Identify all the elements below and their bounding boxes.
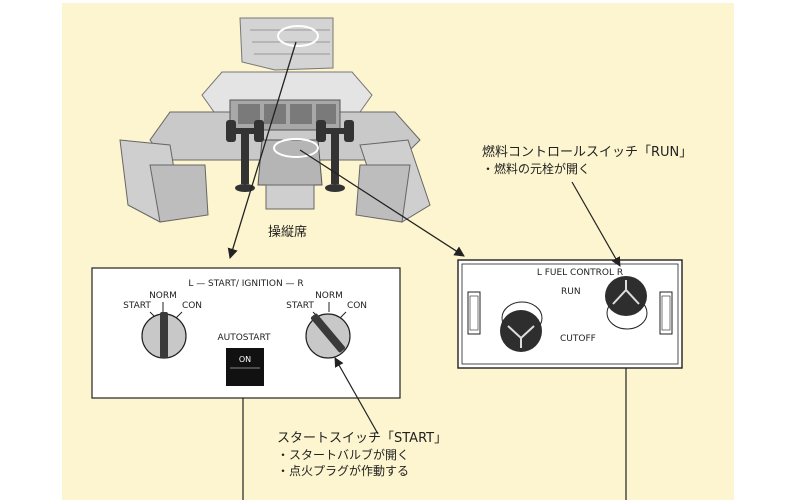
left-fuel-control-lever[interactable]: [500, 301, 543, 352]
ignition-panel: L — START/ IGNITION — R NORM START CON A…: [91, 267, 401, 399]
arrow-to-ignition-panel: [227, 41, 297, 259]
start-callout-title: スタートスイッチ「START」: [277, 431, 447, 446]
fuel-panel-title: L FUEL CONTROL R: [537, 268, 623, 278]
fuel-callout-title: 燃料コントロールスイッチ「RUN」: [482, 144, 692, 160]
start-callout-bullet-1: ・スタートバルブが開く: [277, 447, 409, 462]
left-knob-con: CON: [182, 301, 202, 311]
cockpit-caption: 操縦席: [268, 224, 307, 240]
fuel-callout: 燃料コントロールスイッチ「RUN」 ・燃料の元栓が開く: [482, 144, 692, 176]
left-knob-norm: NORM: [149, 291, 177, 301]
right-knob-norm: NORM: [315, 291, 343, 301]
cockpit-illustration: [119, 17, 431, 223]
fuel-control-panel: L FUEL CONTROL R RUN CUTOFF: [457, 259, 683, 369]
start-callout-bullet-2: ・点火プラグが作動する: [277, 463, 409, 478]
start-callout: スタートスイッチ「START」 ・スタートバルブが開く ・点火プラグが作動する: [277, 431, 447, 478]
fuel-run-label: RUN: [561, 287, 581, 297]
right-knob-start: START: [286, 301, 314, 311]
autostart-button[interactable]: ON: [226, 348, 264, 386]
left-ignition-knob[interactable]: NORM START CON: [123, 291, 202, 359]
autostart-label: AUTOSTART: [217, 333, 271, 343]
arrow-start-callout: [334, 357, 379, 435]
diagram-background: [62, 3, 734, 500]
fuel-cutoff-label: CUTOFF: [560, 334, 596, 344]
right-ignition-knob[interactable]: NORM START CON: [286, 291, 367, 359]
arrow-fuel-callout: [571, 181, 621, 267]
arrow-to-fuel-panel: [299, 149, 465, 257]
ignition-panel-title: L — START/ IGNITION — R: [188, 279, 303, 289]
fuel-callout-bullet: ・燃料の元栓が開く: [482, 161, 590, 176]
left-knob-start: START: [123, 301, 151, 311]
right-fuel-control-lever[interactable]: [605, 276, 648, 330]
right-knob-con: CON: [347, 301, 367, 311]
autostart-on-label: ON: [239, 355, 251, 364]
